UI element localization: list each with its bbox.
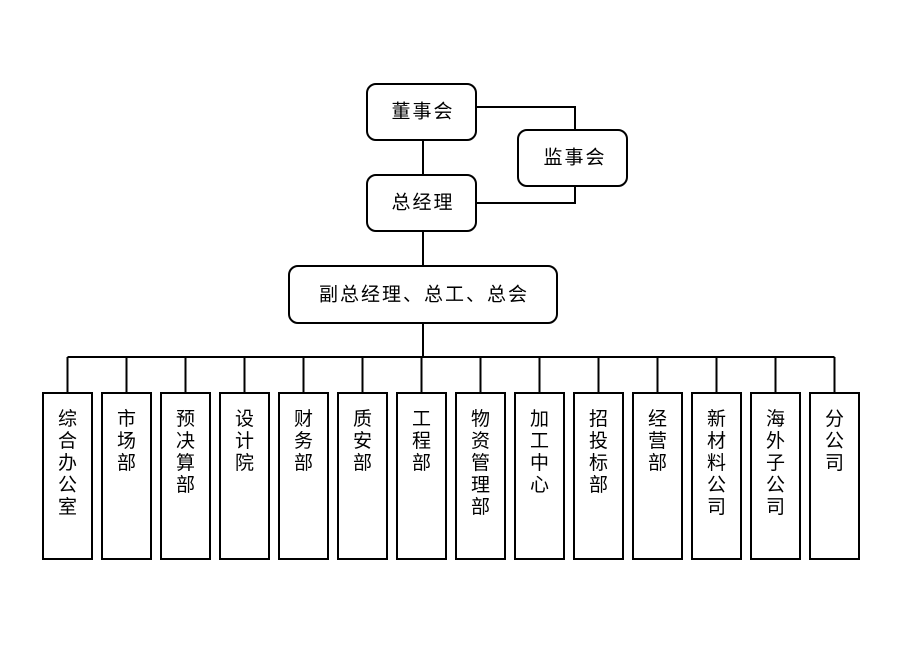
department-label: 分公司 [825,408,844,474]
deputies-label: 副总经理、总工、总会 [319,284,529,306]
department-box [160,392,211,560]
department-box [750,392,801,560]
connectors-departments [66,356,836,393]
department-node: 招投标部 [573,392,624,560]
department-label: 经营部 [648,408,667,474]
department-box [219,392,270,560]
department-box [632,392,683,560]
department-box [278,392,329,560]
department-node: 新材料公司 [691,392,742,560]
connectors-top [422,106,576,357]
department-box [337,392,388,560]
department-node: 质安部 [337,392,388,560]
department-node: 综合办公室 [42,392,93,560]
department-label: 新材料公司 [707,408,726,518]
department-node: 物资管理部 [455,392,506,560]
department-node: 预决算部 [160,392,211,560]
department-node: 分公司 [809,392,860,560]
board-label: 董事会 [391,101,454,123]
department-node: 财务部 [278,392,329,560]
board-node: 董事会 [366,83,477,141]
department-box [809,392,860,560]
department-node: 工程部 [396,392,447,560]
department-box [42,392,93,560]
department-label: 工程部 [412,408,431,474]
department-box [455,392,506,560]
department-box [396,392,447,560]
department-box [101,392,152,560]
department-label: 加工中心 [530,408,549,496]
department-box [514,392,565,560]
department-label: 综合办公室 [58,408,77,518]
department-label: 海外子公司 [766,408,785,518]
department-node: 市场部 [101,392,152,560]
department-box [573,392,624,560]
department-label: 物资管理部 [471,408,490,518]
department-label: 预决算部 [176,408,195,496]
general-manager-node: 总经理 [366,174,477,232]
department-label: 招投标部 [589,408,608,496]
department-node: 海外子公司 [750,392,801,560]
general-manager-label: 总经理 [391,192,454,214]
department-node: 经营部 [632,392,683,560]
department-node: 加工中心 [514,392,565,560]
departments: 综合办公室 市场部 预决算部 设计院 财务部 质安部 工程部 物资管理部 加工中心 招投标部 经营部… [42,392,860,560]
department-node: 设计院 [219,392,270,560]
department-box [691,392,742,560]
department-label: 市场部 [117,408,136,474]
department-label: 设计院 [235,408,254,474]
supervisory-label: 监事会 [543,147,606,169]
supervisory-node: 监事会 [517,129,628,187]
deputies-node: 副总经理、总工、总会 [288,265,558,324]
department-label: 质安部 [353,408,372,474]
department-label: 财务部 [294,408,313,474]
